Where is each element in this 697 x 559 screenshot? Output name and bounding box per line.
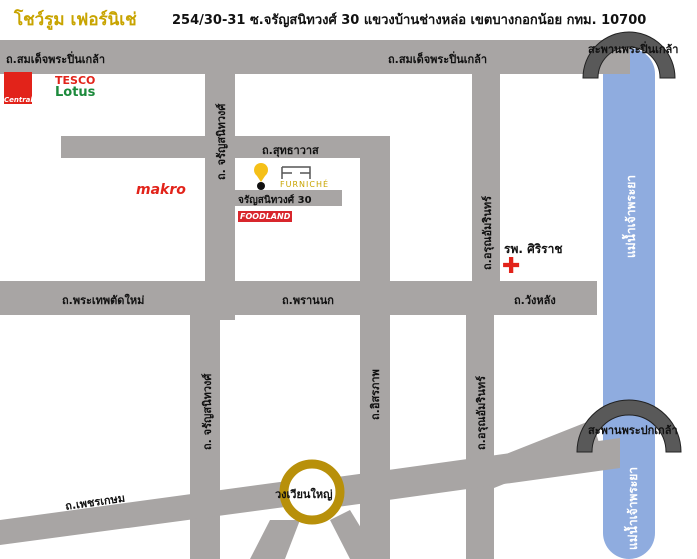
tesco-logo: TESCO [55, 74, 96, 87]
river-label-bottom: แม่น้ำเจ้าพระยา [626, 466, 640, 550]
central-logo-box [4, 72, 32, 104]
map-pin-icon [254, 163, 268, 190]
bridge-label-pinklao: สะพานพระปิ่นเกล้า [588, 43, 679, 56]
road-prathep-wanglang [0, 281, 597, 315]
road-label-itsaraphap: ถ.อิสรภาพ [369, 369, 382, 420]
road-circle-south-east [330, 510, 380, 559]
showroom-address: 254/30-31 ซ.จรัญสนิทวงศ์ 30 แขวงบ้านช่าง… [172, 13, 647, 28]
road-circle-south [250, 520, 300, 559]
wongwian-yai-circle [279, 459, 345, 525]
road-label-arun-top: ถ.อรุณอัมรินทร์ [481, 195, 494, 270]
bridge-pinklao-arch [582, 31, 676, 79]
river-chao-phraya [603, 48, 655, 559]
road-somdet-phra-pinklao [0, 40, 630, 74]
road-phetkasem [0, 480, 300, 545]
furniche-logo-text: FURNICHÉ [280, 180, 330, 189]
road-label-soi-charan-30: จรัญสนิทวงศ์ 30 [238, 195, 312, 206]
road-label-somdet-left: ถ.สมเด็จพระปิ่นเกล้า [6, 53, 106, 66]
lotus-logo: Lotus [55, 85, 96, 100]
road-sutthawat [61, 136, 390, 158]
hospital-cross-icon: ✚ [502, 254, 521, 279]
road-network [0, 40, 630, 559]
road-label-somdet-right: ถ.สมเด็จพระปิ่นเกล้า [388, 53, 488, 66]
bridge-label-pokklao: สะพานพระปกเกล้า [588, 424, 678, 437]
circle-label-wongwian-yai: วงเวียนใหญ่ [275, 488, 333, 501]
road-label-prathep: ถ.พระเทพตัดใหม่ [62, 294, 145, 307]
hospital-label-siriraj: รพ. ศิริราช [504, 242, 563, 256]
road-label-charan-bottom: ถ. จรัญสนิทวงศ์ [201, 373, 214, 450]
road-label-arun-bottom: ถ.อรุณอัมรินทร์ [475, 375, 488, 450]
road-label-charan-top: ถ. จรัญสนิทวงศ์ [215, 103, 228, 180]
makro-logo: makro [136, 182, 186, 198]
road-arun-amarin-lower [466, 300, 494, 559]
road-circle-east [330, 438, 620, 508]
road-label-wanglang: ถ.วังหลัง [514, 294, 556, 307]
central-logo-text: Central [4, 96, 33, 104]
road-soi-charan-30 [232, 190, 342, 206]
road-label-sutthawat: ถ.สุทธาวาส [262, 144, 319, 157]
bridge-pokklao-arch [576, 399, 682, 453]
furniche-logo-icon [281, 166, 311, 179]
road-arun-amarin-upper [472, 40, 500, 305]
showroom-title: โชว์รูม เฟอร์นิเช่ [14, 10, 137, 30]
river-label-top: แม่น้ำเจ้าพระยา [624, 174, 638, 258]
foodland-logo: FOODLAND [238, 211, 293, 222]
road-label-pranok: ถ.พรานนก [282, 294, 334, 307]
road-charan-upper [205, 40, 235, 320]
